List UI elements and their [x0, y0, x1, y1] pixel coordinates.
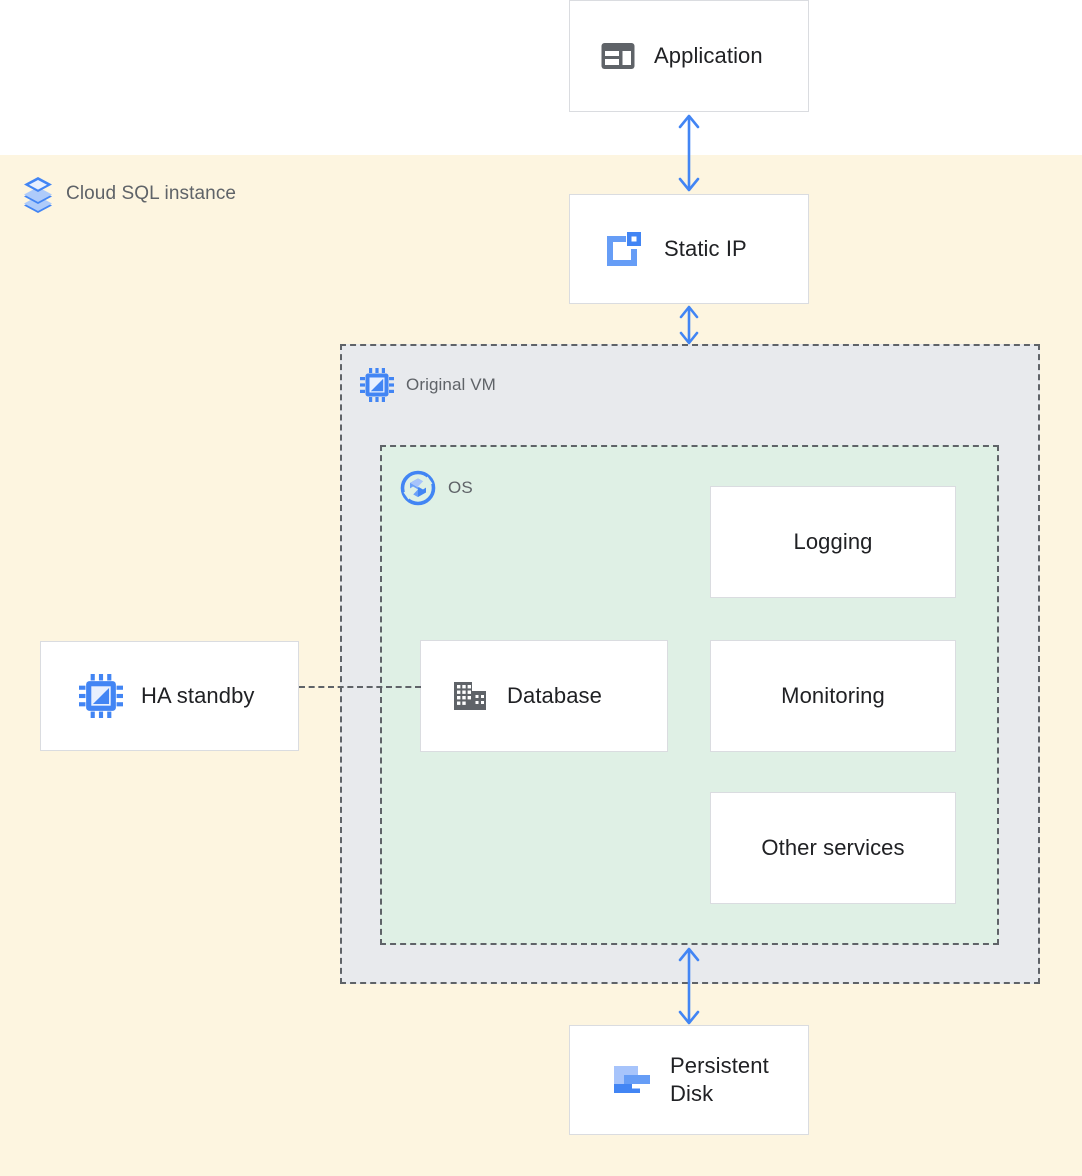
node-monitoring[interactable]: Monitoring [710, 640, 956, 752]
node-label: Application [654, 42, 763, 68]
connector-static-ip-to-original-vm [664, 304, 714, 346]
connector-os-to-persistent-disk [664, 945, 714, 1027]
node-logging[interactable]: Logging [710, 486, 956, 598]
persistent-disk-icon [612, 1060, 652, 1100]
node-label: Logging [793, 528, 873, 554]
zone-label-text: Original VM [406, 375, 496, 394]
application-window-icon [600, 38, 636, 74]
node-label: Database [507, 682, 602, 708]
dashed-line [299, 686, 421, 688]
node-application[interactable]: Application [569, 0, 809, 112]
database-building-icon [451, 677, 489, 715]
connector-application-to-static-ip [664, 112, 714, 194]
cpu-chip-icon [360, 368, 394, 402]
zone-label-os: OS [400, 470, 473, 506]
node-other-services[interactable]: Other services [710, 792, 956, 904]
node-ha-standby[interactable]: HA standby [40, 641, 299, 751]
node-database[interactable]: Database [420, 640, 668, 752]
connector-ha-standby-to-database [299, 686, 421, 690]
node-label: Monitoring [781, 682, 885, 708]
zone-label-text: Cloud SQL instance [66, 183, 237, 204]
zone-label-cloud-sql-instance: Cloud SQL instance [22, 176, 237, 213]
static-ip-icon [602, 227, 646, 271]
zone-label-original-vm: Original VM [360, 368, 496, 402]
node-static-ip[interactable]: Static IP [569, 194, 809, 304]
cloud-sql-layers-icon [22, 176, 54, 213]
node-label-line-1: Persistent [670, 1052, 769, 1078]
node-label-line-2: Disk [670, 1081, 714, 1106]
zone-label-text: OS [448, 478, 473, 497]
cpu-chip-icon [79, 674, 123, 718]
node-label: HA standby [141, 682, 255, 708]
node-label: Other services [761, 834, 905, 860]
node-label: Static IP [664, 235, 747, 261]
os-container-icon [400, 470, 436, 506]
